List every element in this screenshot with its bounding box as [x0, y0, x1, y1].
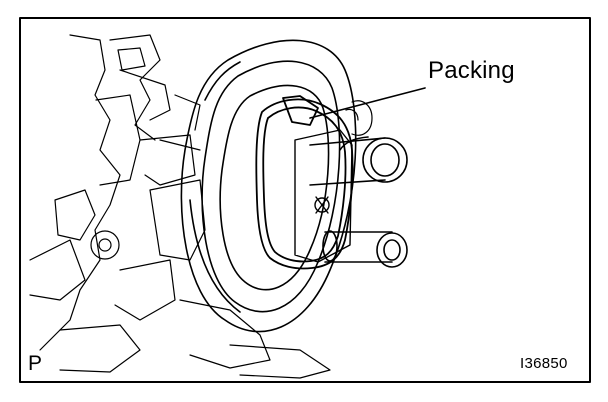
callout-leader-line	[309, 87, 426, 119]
packing-callout-label: Packing	[428, 57, 515, 84]
flange-plate	[294, 129, 353, 263]
corner-mark: P	[28, 352, 43, 375]
bolt-heads	[345, 100, 373, 136]
upper-pipe	[309, 136, 408, 186]
lower-pipe	[322, 230, 408, 268]
figure-border	[19, 17, 591, 383]
figure-id: I36850	[520, 355, 568, 372]
oval-housing	[180, 39, 357, 333]
engine-block-drawing	[29, 34, 331, 379]
